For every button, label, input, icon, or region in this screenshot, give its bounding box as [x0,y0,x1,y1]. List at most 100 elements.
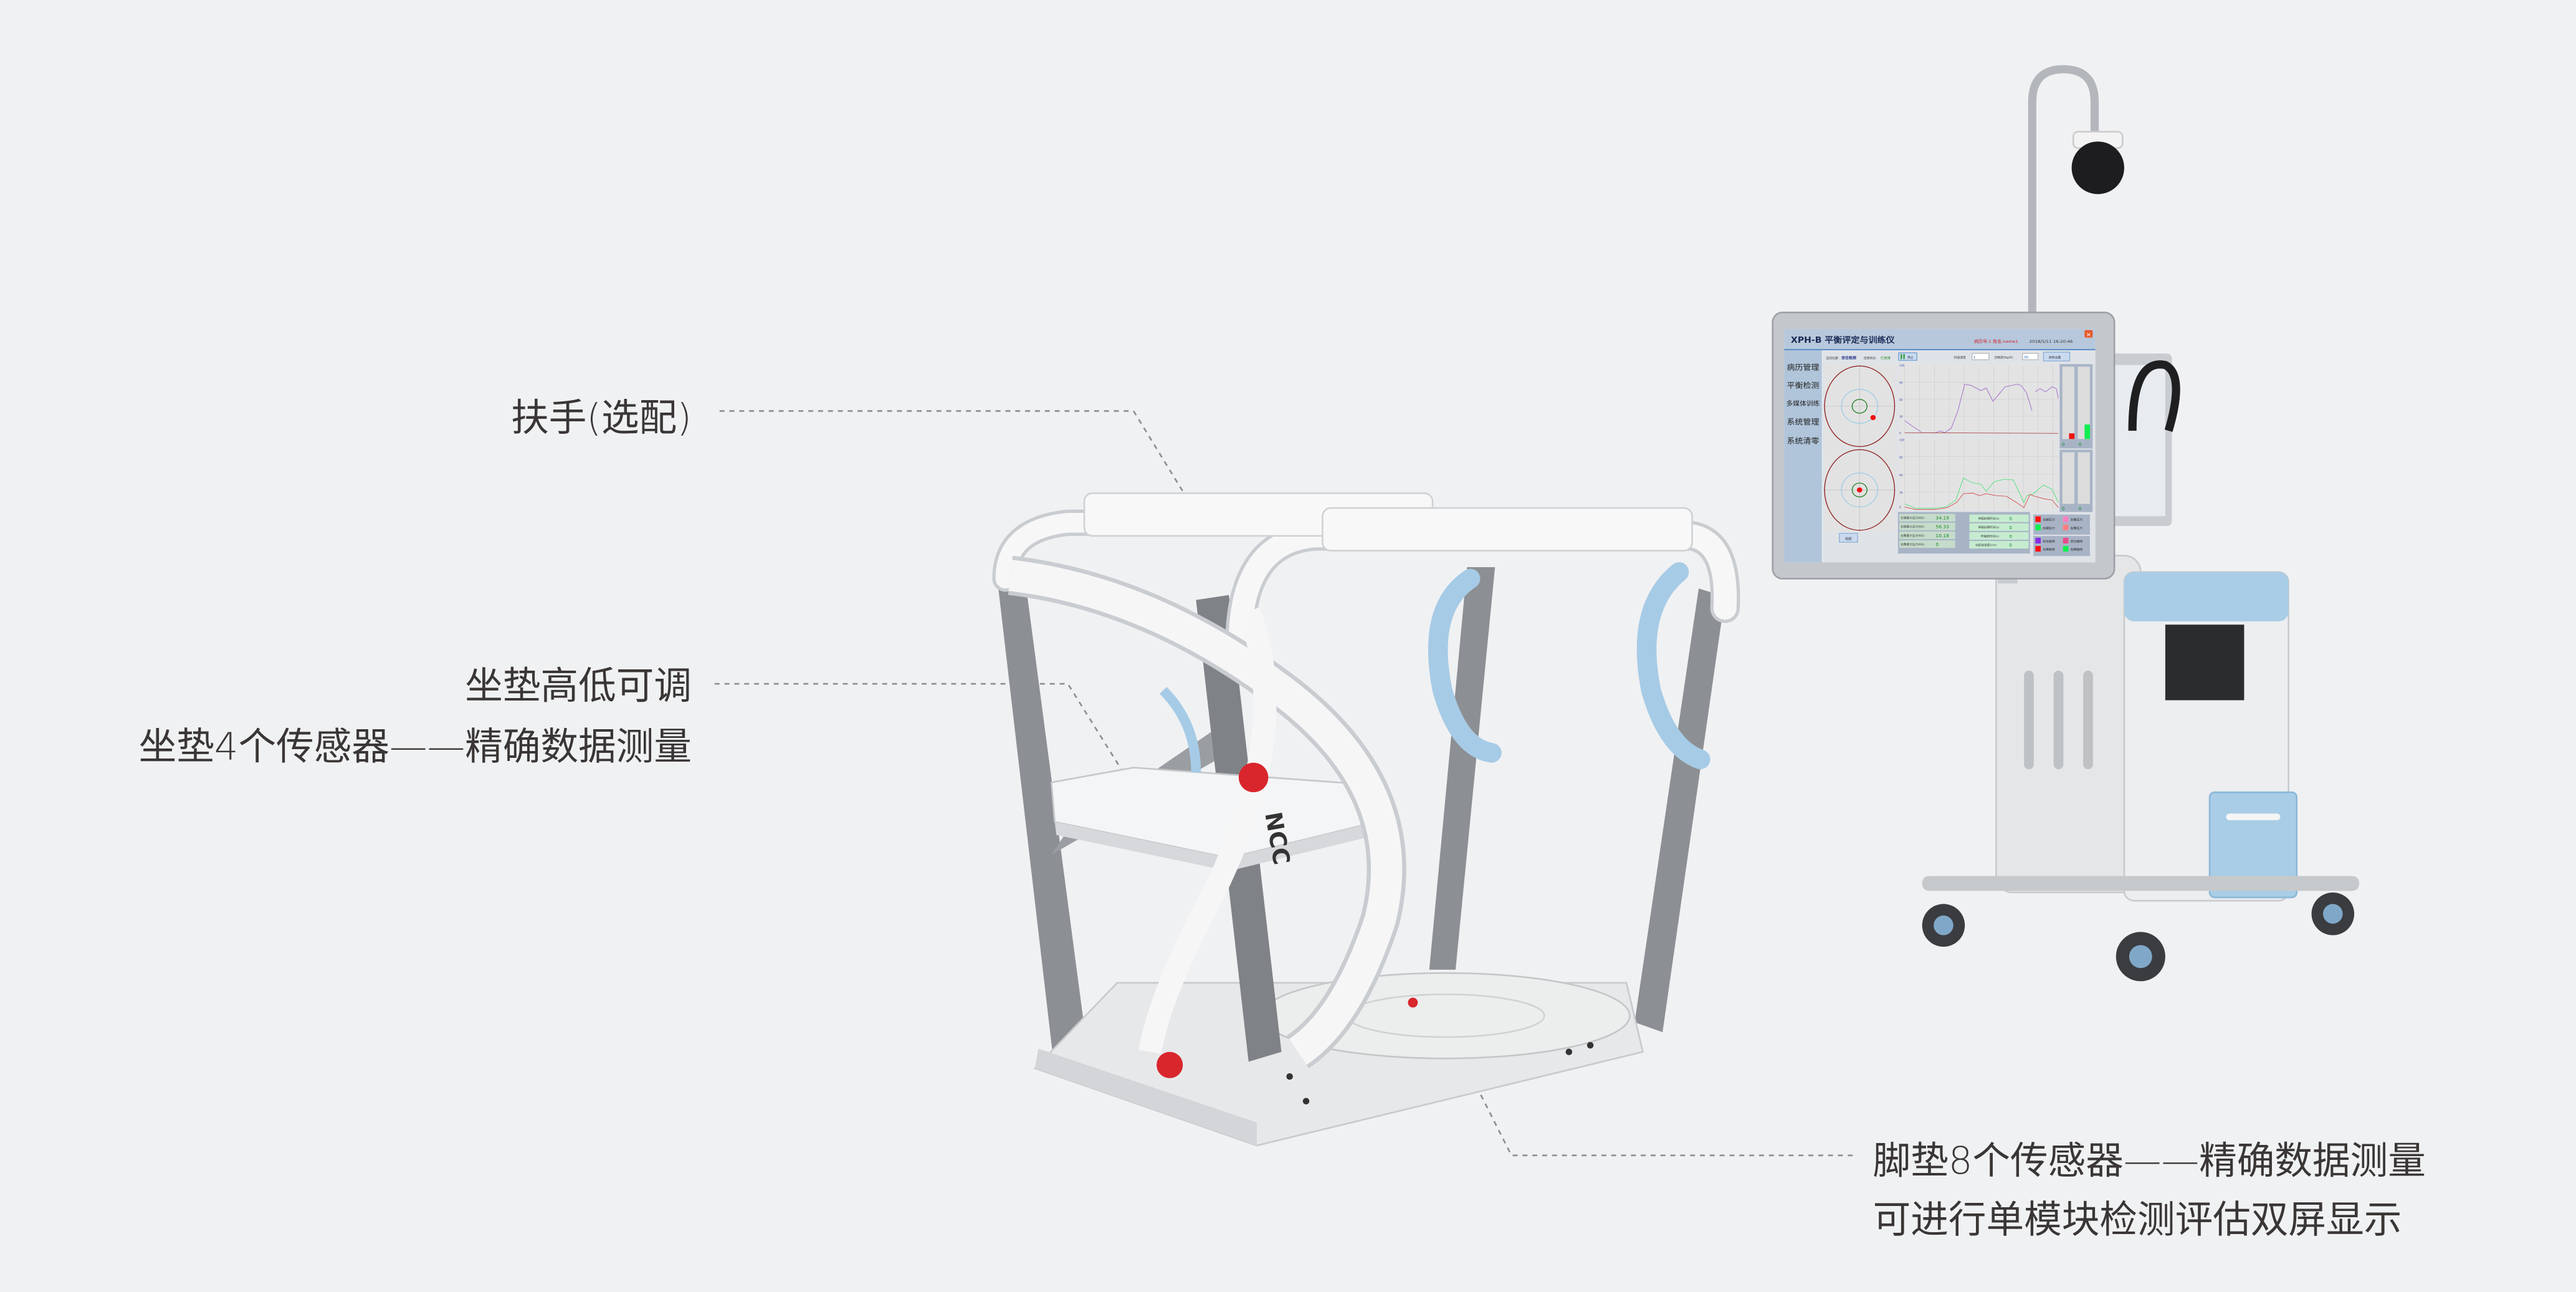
screen-datetime: 2018/5/11 16:20:46 [2030,339,2073,344]
monitor-screen: XPH-B 平衡评定与训练仪 病历号:1 姓名:name1 2018/5/11 … [1784,328,2096,563]
legend-swatch [2063,537,2069,543]
scan-speed-select[interactable] [1972,353,1990,360]
ncc-logo [1238,762,1269,793]
chart-tick: 0 [1899,431,1901,434]
callout-armrest: 扶手(选配) [511,396,1201,518]
color-settings-label: 颜色设置 [2049,355,2061,360]
vent-slot [2053,671,2064,770]
callout-armrest-text: 扶手(选配) [511,396,692,440]
foot-plate-logo [1408,997,1418,1008]
stand-button-label: 站起 [1845,536,1853,541]
vent-slot [2024,671,2034,770]
legend-label: 站位曲线 [2043,539,2055,543]
cart-column [1995,555,2142,894]
stat-label: 左臀最大压力(KG) [1901,534,1924,538]
equipment-cart: XPH-B 平衡评定与训练仪 病历号:1 姓名:name1 2018/5/11 … [1772,65,2359,982]
chart-tick: 90 [1899,381,1903,385]
bar-value: 0 [2079,506,2082,512]
seat-side-pad [1159,687,1201,773]
stat-value: 10.18 [1935,533,1949,538]
legend-swatch [2063,516,2069,522]
callout-footpad-line2: 可进行单模块检测评估双屏显示 [1873,1199,2402,1242]
base-port [1565,1048,1573,1055]
left-frame [995,512,1443,589]
chart-tick: 60 [1899,398,1903,401]
callout-seat-leader [714,682,1135,790]
bar-left-foot [2069,433,2075,439]
connection-label: 连接状态: [1864,356,1877,360]
callout-footpad-line1: 脚垫8个传感器——精确数据测量 [1873,1139,2426,1183]
color-settings-button[interactable] [2043,352,2071,361]
stat-label: 伸展后期时间(s) [1978,525,2000,530]
balance-chair: NCC [992,492,1740,1147]
cabinet-device-panel [2165,624,2244,701]
stop-button[interactable] [1898,352,1917,361]
chart-tick: 120 [1899,364,1905,367]
chart-tick: 0 [1899,506,1901,509]
stat-label: 左脚最大压力(KG) [1901,516,1924,520]
stat-label: 伸展前期时间(s) [1978,517,2000,521]
position-label: 当前位置: [1826,356,1839,360]
headphones-icon [2128,360,2180,432]
menu-item[interactable]: 平衡检测 [1787,381,1820,390]
cop-point [1856,487,1863,493]
sensitivity-select[interactable] [2022,353,2039,360]
chart-legend: 左脚压力左臀压力右脚压力右臀压力站位曲线坐位曲线左脚曲线右脚曲线 [2033,514,2090,557]
legend-swatch [2063,546,2069,552]
drawer-handle[interactable] [2226,813,2281,820]
camera-pole [2028,65,2099,321]
rear-left-post [997,567,1088,1072]
wheel-hub [2129,945,2152,969]
ncc-logo-base [1157,1051,1183,1078]
cabinet-top [2124,572,2289,621]
wheel-hub [2322,904,2343,924]
close-icon: × [2086,331,2091,338]
legend-swatch [2035,524,2041,530]
sensitivity-label: 灵敏度(Kg/D) [1994,355,2013,360]
callout-seat-line2: 坐垫4个传感器——精确数据测量 [139,725,692,768]
bar-right-foot [2084,424,2090,439]
base-port [1586,1041,1594,1049]
legend-label: 坐位曲线 [2071,539,2083,543]
handrail-right [1322,507,1693,552]
side-loop [1008,560,1403,1065]
camera-icon [2071,141,2124,194]
legend-label: 左脚压力 [2043,518,2055,522]
stat-label: 右脚最大压力(KG) [1901,525,1924,529]
screen-patient: 病历号:1 姓名:name1 [1974,338,2018,344]
connection-value: 已连接 [1881,355,1891,360]
legend-swatch [2063,524,2069,530]
stat-value: 0 [2009,525,2012,530]
stat-label: 右臀最大压力(KG) [1901,542,1924,547]
callout-seat-line1: 坐垫高低可调 [465,664,692,708]
menu-item[interactable]: 多媒体训练 [1787,400,1821,408]
menu-item[interactable]: 系统清零 [1787,436,1820,445]
menu-item[interactable]: 系统管理 [1787,418,1820,426]
chart-tick: 120 [1899,439,1905,442]
legend-label: 右脚曲线 [2071,547,2083,552]
chart-tick: 30 [1899,415,1903,418]
bar-value: 0 [2062,442,2065,447]
stop-button-label: 停止 [1907,355,1914,360]
base-port [1286,1073,1293,1080]
front-right-post [1634,588,1725,1033]
sway-target-top [1825,364,1896,447]
cop-point [1870,414,1876,421]
stat-value: 34.19 [1935,515,1949,521]
cart-base [1922,876,2359,891]
menu-item[interactable]: 病历管理 [1787,363,1820,371]
rear-right-post [1429,567,1496,970]
callout-seat: 坐垫高低可调 坐垫4个传感器——精确数据测量 [139,664,1139,794]
stand-button[interactable] [1839,533,1858,543]
legend-swatch [2035,537,2041,543]
stat-value: 0 [1935,542,1939,547]
arm-pad-left [1428,568,1502,763]
stat-value: 56.33 [1935,524,1949,530]
base-edge [1034,1048,1257,1146]
pressure-chart-top: 120 90 60 30 0 [1897,363,2059,437]
legend-label: 左脚曲线 [2043,547,2055,552]
scan-speed-value: 1 [1973,356,1975,360]
chart-tick: 90 [1899,456,1903,459]
screen-close-button[interactable] [2084,330,2093,338]
wheel-hub [1934,915,1953,936]
